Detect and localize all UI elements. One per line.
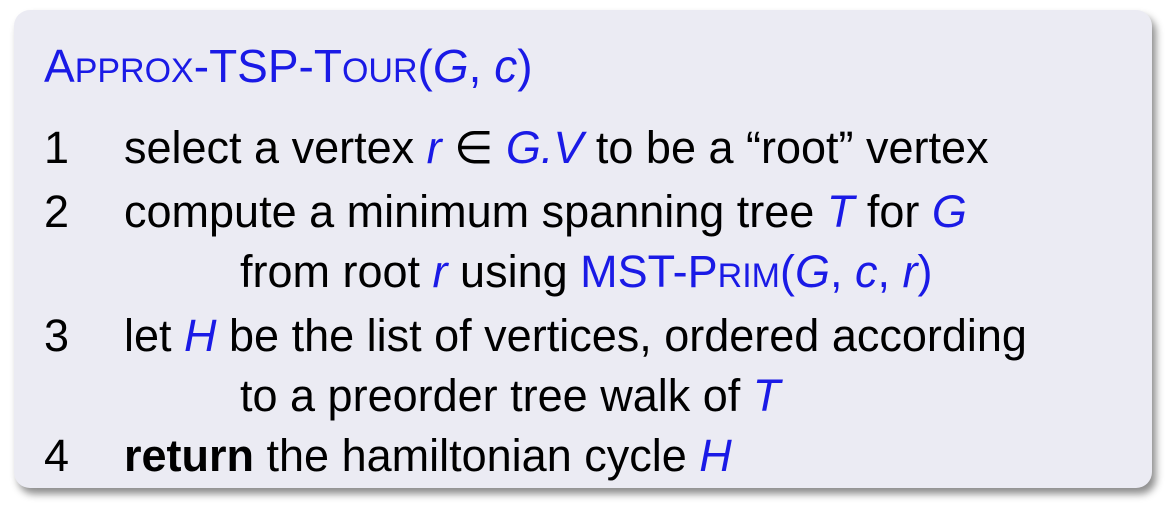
title-smallcaps-t: OUR [341,52,418,90]
procedure-call-mst-prim: MST-PRIM(G, c, r) [580,246,932,297]
title-dash: - [193,40,210,92]
title-param-c: c [494,40,518,92]
variable-g-v: G.V [505,122,584,173]
title-initial-a: A [44,40,75,92]
call-open-paren: ( [779,246,795,297]
line-text-segment: for [854,186,932,237]
line-text-segment: from root [240,246,433,297]
title-close-paren: ) [517,40,533,92]
variable-r: r [426,122,442,173]
line-text: compute a minimum spanning tree T for G [124,184,967,240]
call-arg-separator: , [877,246,903,297]
line-text: return the hamiltonian cycle H [124,428,732,484]
line-text: from root r using MST-PRIM(G, c, r) [240,244,933,304]
line-text-segment: to be a “root” vertex [583,122,989,173]
title-open-paren: ( [417,40,433,92]
line-text-segment: using [447,246,581,297]
line-text-segment: the hamiltonian cycle [254,430,700,481]
variable-t: T [826,186,855,237]
line-text: select a vertex r ∈ G.V to be a “root” v… [124,120,989,176]
line-text-segment: let [124,310,185,361]
title-param-g: G [432,40,469,92]
algorithm-title: APPROX-TSP-TOUR(G, c) [44,38,533,99]
variable-g: G [931,186,967,237]
line-text-segment: to a preorder tree walk of [240,370,753,421]
title-comma: , [468,40,495,92]
call-arg-separator: , [830,246,856,297]
variable-h: H [699,430,732,481]
call-arg-c: c [855,246,878,297]
line-text: let H be the list of vertices, ordered a… [124,308,1027,364]
algorithm-box: APPROX-TSP-TOUR(G, c) 1 select a vertex … [14,10,1152,488]
title-dash: - [298,40,314,92]
variable-h: H [184,310,217,361]
line-text-segment: compute a minimum spanning tree [124,186,827,237]
call-close-paren: ) [917,246,933,297]
keyword-return: return [124,430,255,481]
title-tsp: TSP [209,40,299,92]
line-number: 4 [44,430,70,481]
line-text: to a preorder tree walk of T [240,368,780,424]
line-text-segment: be the list of vertices, ordered accordi… [216,310,1027,361]
line-text-segment: select a vertex [124,122,427,173]
line-number: 1 [44,122,70,173]
call-name-smallcaps: RIM [717,257,780,295]
element-of-symbol: ∈ [441,122,506,173]
call-arg-g: G [794,246,830,297]
call-name-part: P [687,246,718,297]
line-number: 2 [44,186,70,237]
variable-t: T [752,370,781,421]
call-name-part: MST- [580,246,688,297]
line-number: 3 [44,310,70,361]
title-initial-t: T [313,40,342,92]
title-smallcaps-a: PPROX [74,52,194,90]
variable-r: r [432,246,448,297]
call-arg-r: r [902,246,918,297]
